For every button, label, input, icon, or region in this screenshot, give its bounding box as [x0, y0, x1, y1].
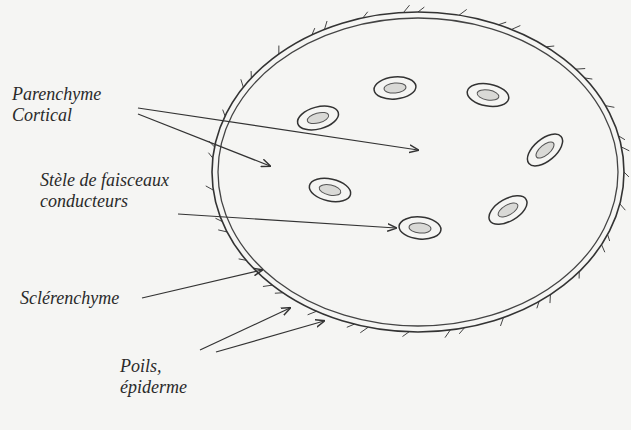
hair: [459, 9, 467, 15]
hair: [263, 285, 272, 286]
bundle-core: [496, 200, 520, 220]
part-label: Poils, épiderme: [120, 356, 210, 397]
leader-line: [138, 108, 418, 150]
part-label-text: Sclérenchyme: [20, 288, 119, 308]
bundle-core: [384, 82, 407, 94]
bundle-core: [476, 88, 499, 102]
hair: [278, 46, 279, 54]
vascular-bundle: [398, 215, 442, 241]
hair: [404, 5, 410, 12]
vascular-bundle: [484, 190, 531, 230]
bundle-outline: [373, 75, 417, 101]
hair: [512, 26, 521, 30]
bundle-core: [409, 222, 432, 234]
bundle-core: [306, 110, 330, 125]
bundle-outline: [295, 102, 341, 134]
bundle-outline: [307, 175, 353, 205]
hair: [360, 327, 368, 333]
leader-line: [216, 321, 324, 352]
epidermis: [212, 12, 624, 332]
leader-line: [178, 214, 396, 228]
hair: [620, 204, 625, 210]
hair: [308, 311, 317, 315]
sclerenchyma-ring: [218, 18, 618, 326]
part-label: Parenchyme Cortical: [12, 84, 134, 125]
bundle-core: [533, 139, 556, 161]
vascular-bundle: [522, 128, 568, 172]
leader-line: [142, 270, 262, 298]
part-label-text: Parenchyme Cortical: [12, 84, 101, 125]
hair: [602, 245, 605, 253]
leader-lines: [138, 108, 418, 352]
vascular-bundles: [295, 75, 568, 241]
vascular-bundle: [465, 81, 510, 110]
part-label-text: Stèle de faisceaux conducteurs: [40, 170, 169, 211]
bundle-outline: [465, 81, 510, 110]
bundle-core: [318, 183, 342, 197]
hairs: [206, 5, 630, 338]
bundle-outline: [398, 215, 442, 241]
part-label: Sclérenchyme: [20, 288, 140, 309]
vascular-bundle: [295, 102, 341, 134]
part-label: Stèle de faisceaux conducteurs: [40, 170, 172, 211]
hair: [241, 79, 243, 87]
leader-line: [138, 114, 270, 166]
vascular-bundle: [307, 175, 353, 205]
vascular-bundle: [373, 75, 417, 101]
bundle-outline: [484, 190, 531, 230]
bundle-outline: [522, 128, 568, 172]
part-label-text: Poils, épiderme: [120, 356, 187, 397]
